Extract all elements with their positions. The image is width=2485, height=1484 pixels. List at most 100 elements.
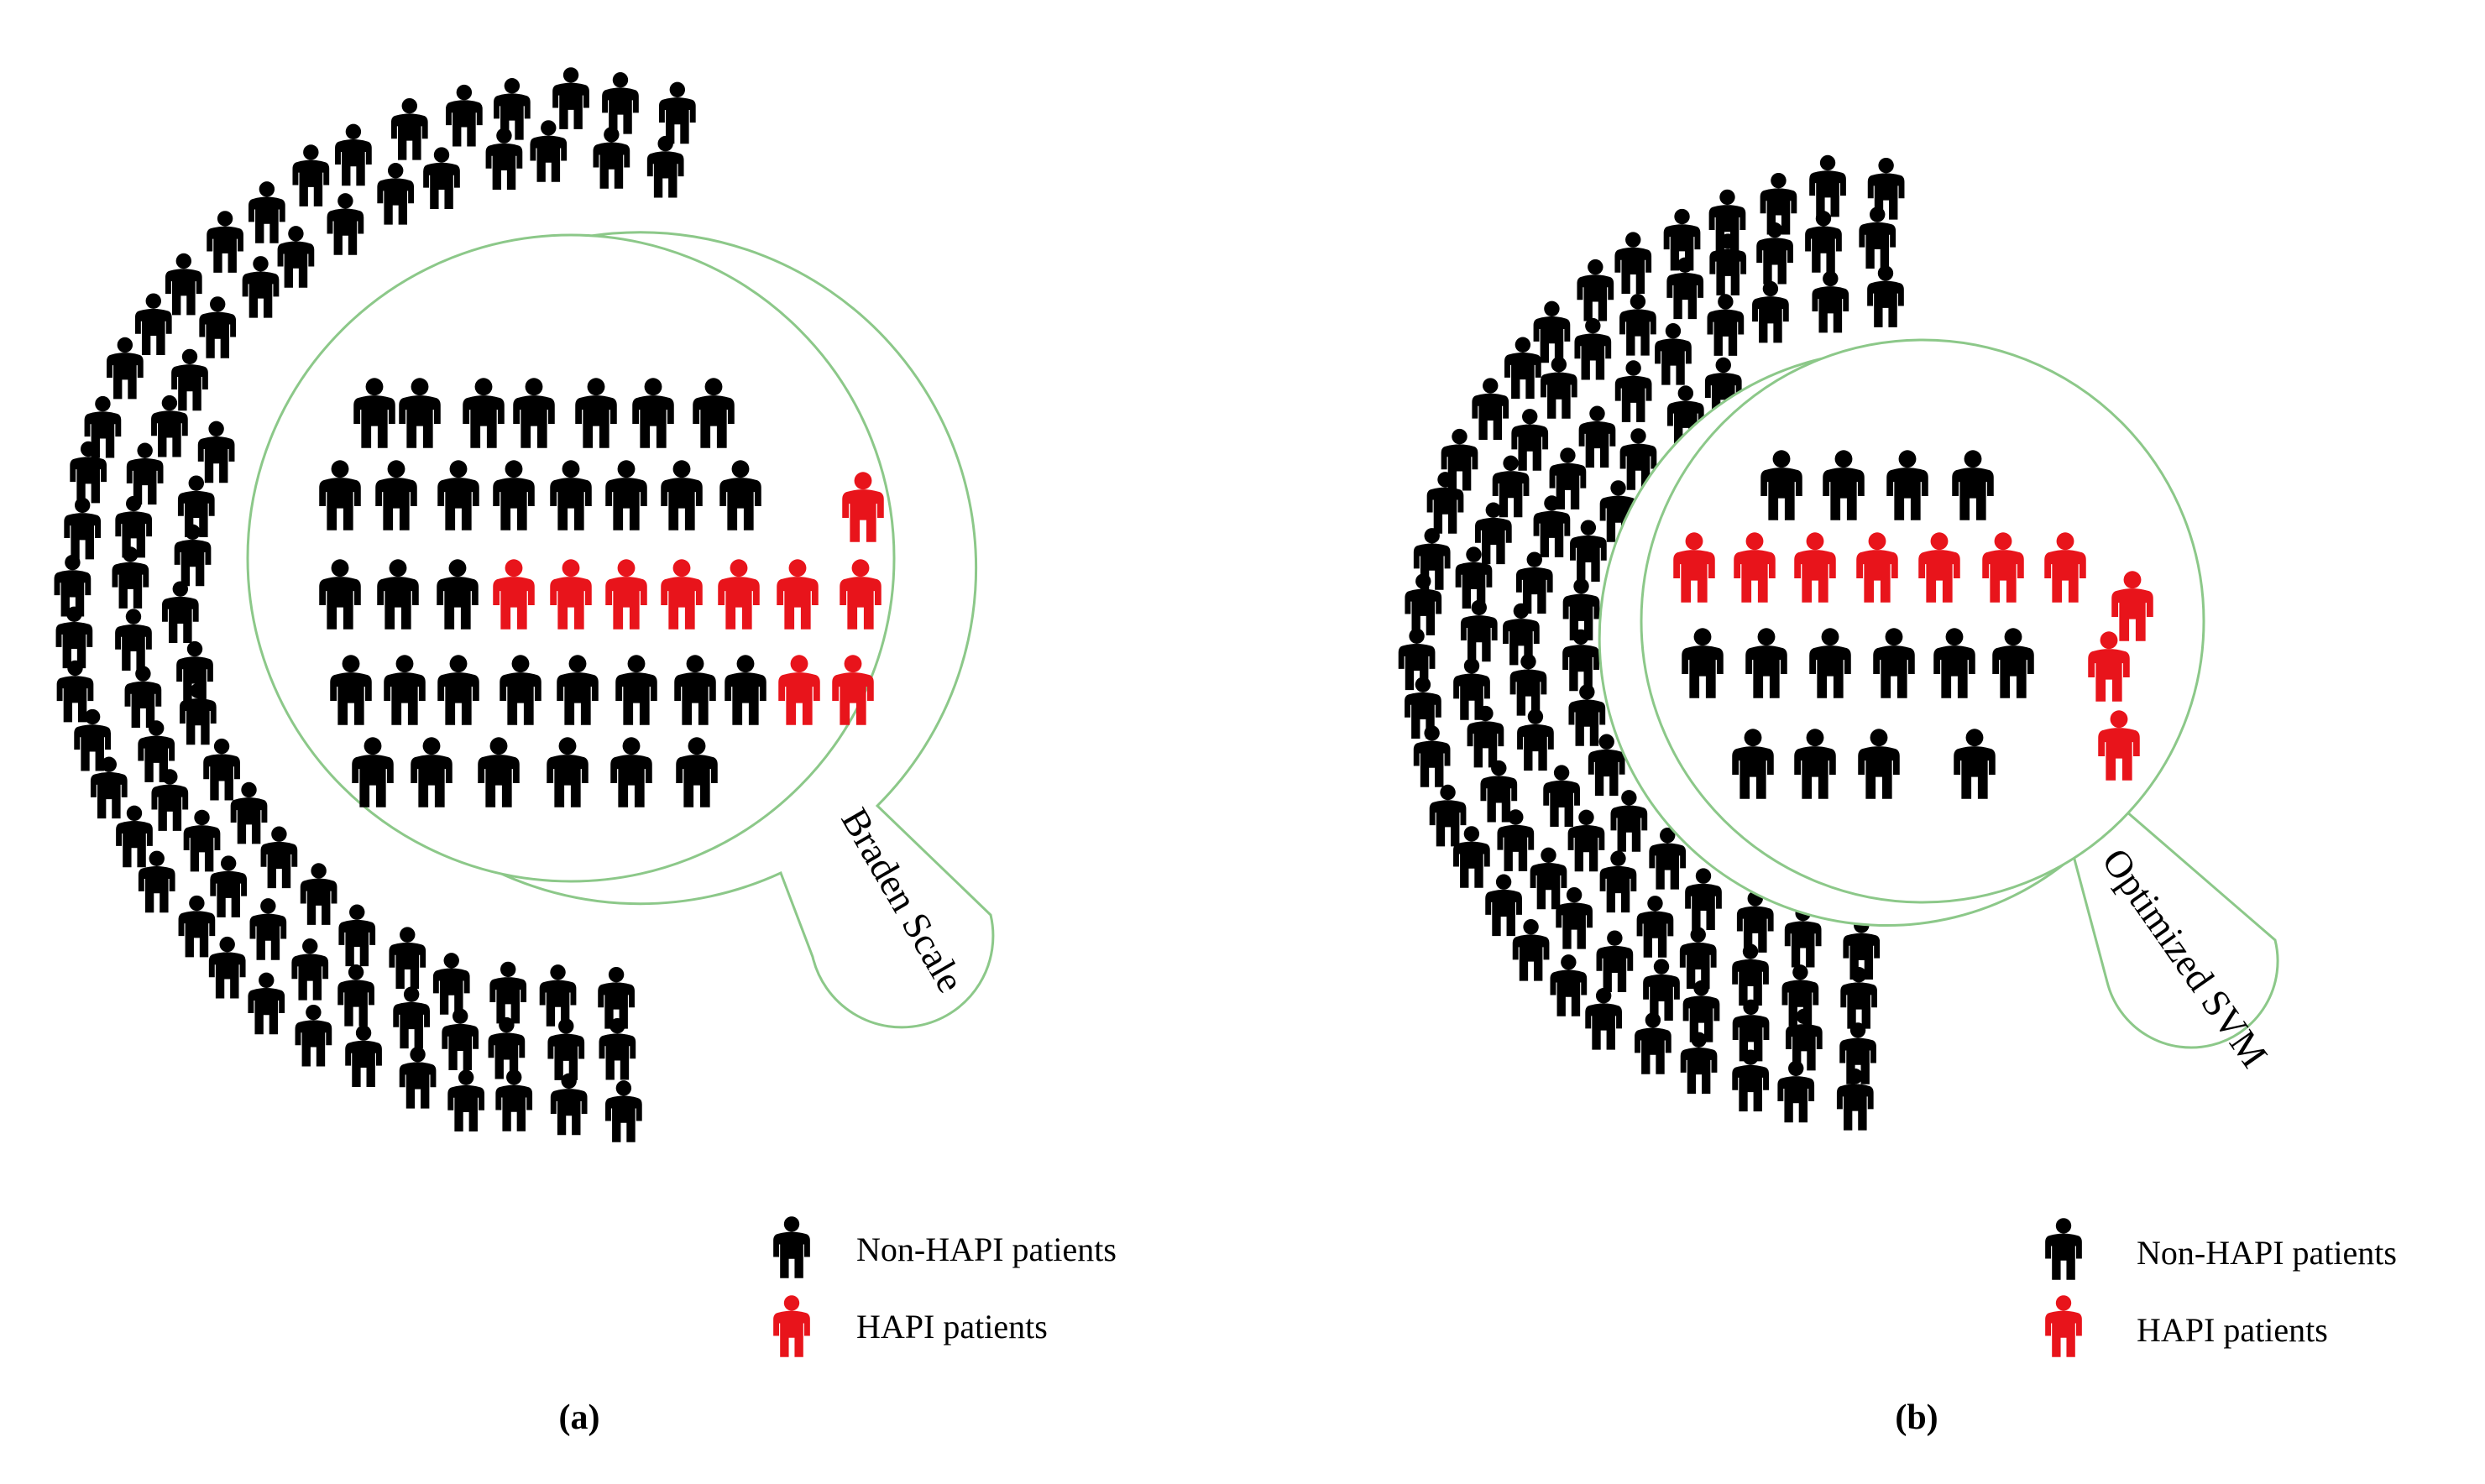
person-icon	[126, 442, 164, 505]
person-icon	[552, 67, 589, 129]
person-icon	[599, 1017, 636, 1080]
person-icon	[208, 936, 246, 999]
person-icon	[210, 855, 248, 917]
person-icon	[1503, 603, 1540, 666]
person-icon	[300, 863, 337, 925]
person-icon	[539, 964, 577, 1027]
person-icon	[124, 666, 162, 729]
legend-non-hapi: Non-HAPI patients	[856, 1231, 1117, 1268]
person-icon	[64, 497, 102, 560]
person-icon	[345, 1025, 382, 1087]
person-icon	[1543, 765, 1580, 828]
legend-non-hapi: Non-HAPI patients	[2137, 1234, 2397, 1272]
person-icon	[1614, 232, 1652, 295]
person-icon	[658, 81, 696, 144]
person-icon	[399, 1047, 437, 1109]
person-icon	[1599, 850, 1637, 913]
person-icon	[1517, 708, 1554, 771]
person-icon	[646, 135, 684, 198]
person-icon	[1596, 930, 1634, 993]
person-icon	[1867, 265, 1904, 327]
person-icon	[1504, 337, 1541, 400]
person-icon	[442, 1008, 479, 1071]
person-icon	[377, 163, 415, 225]
person-icon	[248, 972, 285, 1035]
person-icon	[338, 904, 376, 967]
person-icon	[447, 1069, 485, 1132]
person-icon	[291, 938, 329, 1001]
person-icon	[593, 127, 630, 189]
person-icon	[1512, 919, 1550, 981]
person-icon	[1732, 943, 1769, 1006]
person-icon	[605, 1080, 642, 1142]
person-icon	[1533, 300, 1571, 363]
person-icon	[530, 120, 568, 182]
person-icon	[1679, 927, 1717, 990]
person-icon	[327, 193, 364, 255]
person-icon	[1460, 599, 1498, 662]
person-icon	[295, 1004, 332, 1067]
person-icon	[203, 738, 240, 801]
person-icon	[1530, 847, 1567, 910]
person-icon	[1472, 378, 1509, 440]
person-icon	[1550, 954, 1588, 1016]
person-icon	[1570, 520, 1607, 583]
person-icon	[1467, 705, 1504, 768]
person-icon	[1805, 211, 1842, 273]
person-icon	[1578, 405, 1616, 468]
person-icon	[1812, 270, 1849, 333]
legend-hapi: HAPI patients	[856, 1308, 1048, 1346]
person-icon	[2045, 1295, 2082, 1357]
person-icon	[2045, 1218, 2082, 1280]
panel-label: (a)	[559, 1398, 600, 1437]
legend: Non-HAPI patients HAPI patients	[2045, 1218, 2397, 1357]
person-icon	[488, 1016, 526, 1079]
person-icon	[1429, 784, 1467, 847]
person-icon	[1635, 1012, 1671, 1074]
person-icon	[337, 964, 374, 1027]
person-icon	[1685, 868, 1722, 930]
person-icon	[292, 144, 330, 206]
person-icon	[1485, 874, 1522, 937]
person-icon	[489, 961, 527, 1024]
person-icon	[1655, 323, 1692, 385]
person-icon	[260, 826, 298, 889]
person-icon	[116, 805, 153, 868]
person-icon	[773, 1216, 810, 1278]
person-icon	[1556, 886, 1593, 949]
person-icon	[602, 72, 639, 134]
person-icon	[423, 147, 460, 209]
legend: Non-HAPI patients HAPI patients	[773, 1216, 1117, 1357]
person-icon	[151, 769, 189, 831]
person-icon	[1709, 233, 1747, 295]
person-icon	[1809, 154, 1846, 217]
person-icon	[1614, 360, 1652, 422]
person-icon	[199, 296, 237, 358]
person-icon	[1562, 629, 1599, 692]
person-icon	[249, 898, 287, 960]
person-icon	[335, 123, 372, 186]
panel-label: (b)	[1895, 1398, 1938, 1437]
person-icon	[432, 953, 470, 1015]
person-icon	[248, 181, 285, 243]
person-icon	[197, 421, 235, 483]
person-icon	[1610, 790, 1648, 852]
panel-b: Optimized SVM Non-HAPI patients HAPI pat…	[1398, 154, 2397, 1437]
person-icon	[550, 1073, 588, 1136]
person-icon	[230, 781, 268, 844]
person-icon	[107, 337, 144, 400]
person-icon	[393, 986, 430, 1049]
person-icon	[1426, 472, 1464, 534]
person-icon	[183, 809, 221, 872]
person-icon	[1643, 959, 1680, 1022]
person-icon	[389, 927, 426, 990]
person-icon	[161, 581, 199, 644]
person-icon	[134, 293, 172, 356]
person-icon	[1752, 280, 1789, 343]
person-icon	[390, 97, 428, 160]
person-icon	[1636, 896, 1674, 958]
person-icon	[1619, 294, 1656, 356]
person-icon	[207, 211, 243, 273]
person-icon	[547, 1018, 585, 1080]
